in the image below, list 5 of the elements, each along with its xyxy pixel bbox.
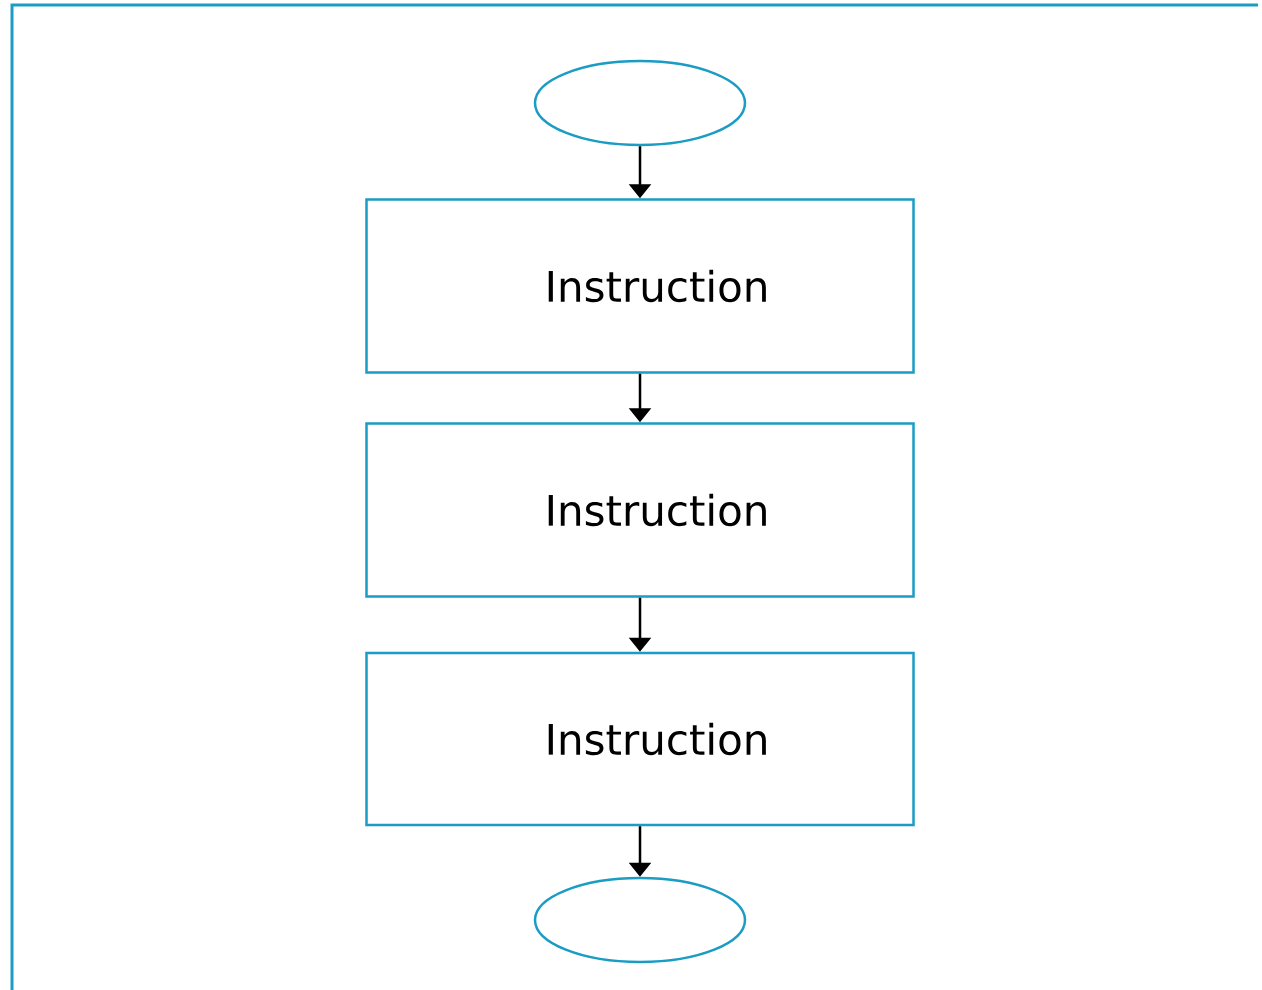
process-box: Instruction — [365, 651, 915, 827]
terminal-oval — [533, 876, 747, 964]
terminal-oval — [533, 59, 747, 147]
process-box: Instruction — [365, 422, 915, 598]
process-box: Instruction — [365, 198, 915, 374]
